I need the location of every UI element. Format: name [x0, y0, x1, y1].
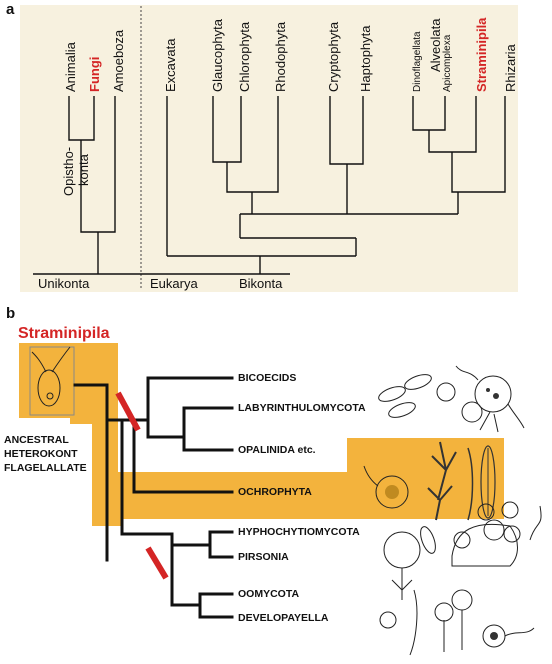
taxon-pirsonia: PIRSONIA: [238, 551, 289, 563]
taxon-rhodophyta: Rhodophyta: [273, 21, 288, 92]
label-bikonta: Bikonta: [239, 276, 283, 291]
taxon-amoebozoa: Amoeboza: [111, 29, 126, 92]
taxon-haptophyta: Haptophyta: [358, 25, 373, 92]
taxon-fungi: Fungi: [87, 57, 102, 92]
taxon-oomycota: OOMYCOTA: [238, 588, 299, 600]
taxon-dinoflagellata: Dinoflagellata: [412, 31, 423, 92]
straminipila-title: Straminipila: [18, 325, 110, 342]
red-mark-upper: [115, 391, 141, 432]
ancestral-label-1: ANCESTRAL: [4, 434, 69, 446]
taxon-developayella: DEVELOPAYELLA: [238, 612, 329, 624]
opisthokonta-label-1: Opistho-: [61, 147, 76, 196]
ancestral-label-2: HETEROKONT: [4, 448, 78, 460]
taxon-bicoecids: BICOECIDS: [238, 372, 296, 384]
taxon-straminipila: Straminipila: [474, 17, 489, 92]
taxon-animalia: Animalia: [63, 41, 78, 92]
panel-b-tree: [73, 376, 234, 619]
taxon-rhizaria: Rhizaria: [503, 44, 518, 92]
panel-b-letter: b: [6, 305, 15, 322]
ancestor-flagellate-sketch: [31, 346, 71, 407]
taxon-hyphochytiomycota: HYPHOCHYTIOMYCOTA: [238, 526, 360, 538]
taxon-cryptophyta: Cryptophyta: [326, 21, 341, 92]
taxon-labyrinthulomycota: LABYRINTHULOMYCOTA: [238, 402, 366, 414]
taxon-apicomplexa: Apicomplexa: [442, 34, 453, 92]
ancestral-label-3: FLAGELALLATE: [4, 462, 87, 474]
panel-a-letter: a: [6, 1, 15, 18]
panel-a-background: [20, 5, 518, 292]
oomycota-hyphochytrid-sketches: [379, 501, 542, 656]
red-mark-lower: [145, 546, 169, 580]
bicoecid-sketches: [378, 365, 525, 433]
ochrophyta-highlight-band: [19, 343, 504, 526]
taxon-glaucophyta: Glaucophyta: [210, 18, 225, 92]
panel-a-tree: [33, 96, 506, 275]
taxon-opalinida: OPALINIDA etc.: [238, 444, 316, 456]
label-eukarya: Eukarya: [150, 276, 198, 291]
opisthokonta-label-2: konta: [76, 153, 91, 186]
taxon-ochrophyta: OCHROPHYTA: [238, 486, 312, 498]
label-unikonta: Unikonta: [38, 276, 90, 291]
taxon-excavata: Excavata: [163, 38, 178, 92]
taxon-alveolata: Alveolata: [428, 18, 443, 72]
taxon-chlorophyta: Chlorophyta: [237, 21, 252, 92]
